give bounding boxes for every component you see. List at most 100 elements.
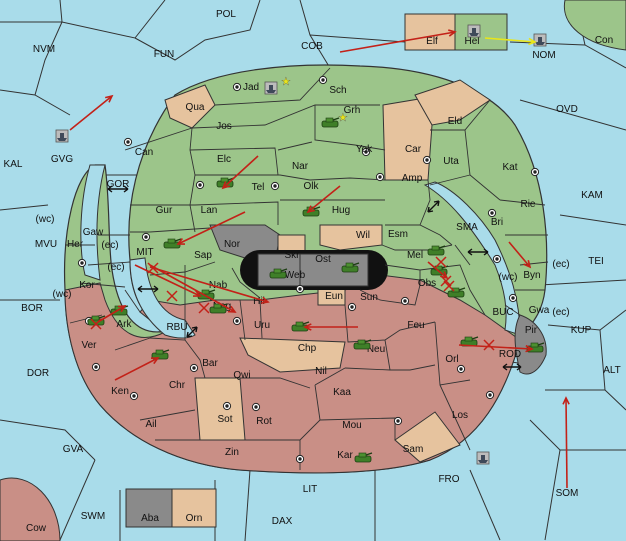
coast-tag: (ec) (101, 240, 118, 251)
supply-center-dot (321, 78, 325, 82)
order-arrowhead (528, 37, 537, 46)
region-Wil[interactable] (319, 224, 383, 251)
order-arrows: ★★ (69, 29, 570, 489)
order-arrow (97, 305, 126, 323)
label-Zin: Zin (225, 447, 239, 458)
region-Con[interactable] (563, 0, 626, 51)
order-arrowhead (306, 205, 315, 214)
coast-tag: (wc) (36, 214, 55, 225)
order-arrow (177, 211, 246, 245)
label-Bar: Bar (202, 358, 218, 369)
army-unit[interactable] (354, 452, 373, 463)
channel-GOR (80, 164, 106, 281)
supply-center-dot (273, 184, 277, 188)
coast-tag: (wc) (53, 289, 72, 300)
order-arrowhead (221, 181, 230, 190)
region-Ost[interactable] (299, 253, 369, 287)
region-Qua[interactable] (164, 84, 216, 129)
label-Rot: Rot (256, 416, 272, 427)
region-Orn[interactable] (171, 488, 217, 528)
label-Elf: Elf (426, 36, 438, 47)
order-arrow (484, 37, 536, 43)
supply-centers (77, 75, 540, 464)
army-unit[interactable] (427, 245, 446, 256)
supply-center-dot (378, 175, 382, 179)
army-unit[interactable] (163, 238, 182, 249)
region-Chp[interactable] (239, 337, 346, 373)
label-Ost: Ost (315, 254, 331, 265)
fleet-unit[interactable] (533, 33, 547, 47)
supply-center-dot (254, 405, 258, 409)
army-unit[interactable] (460, 336, 479, 347)
label-BOR: BOR (21, 303, 43, 314)
label-Orl: Orl (445, 354, 458, 365)
supply-center-dot (126, 140, 130, 144)
order-arrow (149, 264, 236, 313)
region-Sot[interactable] (194, 377, 246, 441)
supply-center-dot (350, 305, 354, 309)
order-arrowhead (562, 396, 570, 405)
channel-arrows (107, 185, 522, 371)
label-KUP: KUP (571, 325, 592, 336)
label-OVD: OVD (556, 104, 578, 115)
region-Sam[interactable] (394, 411, 461, 463)
failed-order-mark (440, 275, 452, 287)
label-Lan: Lan (201, 205, 218, 216)
label-Sap: Sap (194, 250, 212, 261)
region-Eld[interactable] (414, 79, 491, 126)
supply-center-dot (298, 287, 302, 291)
supply-center-dot (94, 365, 98, 369)
region-Pir[interactable] (514, 314, 547, 375)
army-unit[interactable] (110, 305, 129, 316)
coast-tag: (ec) (107, 262, 124, 273)
coast-tag: (ec) (552, 307, 569, 318)
fleet-unit[interactable] (264, 81, 278, 95)
label-Hil: Hil (253, 296, 265, 307)
failed-order-mark (435, 256, 447, 268)
army-unit[interactable] (353, 339, 372, 350)
label-Elc: Elc (217, 154, 231, 165)
supply-center-dot (403, 299, 407, 303)
order-arrowhead (117, 305, 127, 313)
army-unit[interactable] (269, 268, 288, 279)
label-Sot: Sot (217, 414, 232, 425)
label-Nor: Nor (224, 239, 241, 250)
failed-order-mark (166, 290, 178, 302)
label-COB: COB (301, 41, 323, 52)
order-arrow (508, 241, 531, 268)
army-unit[interactable] (341, 262, 360, 273)
region-Aba[interactable] (125, 488, 173, 528)
label-NVM: NVM (33, 44, 55, 55)
label-Jad: Jad (243, 82, 259, 93)
label-Ver: Ver (81, 340, 97, 351)
label-Car: Car (405, 144, 422, 155)
label-GOR: GOR (107, 179, 130, 190)
supply-center-dot (364, 150, 368, 154)
order-arrow (114, 357, 159, 381)
label-Tel: Tel (252, 182, 265, 193)
fleet-unit[interactable] (467, 24, 481, 38)
region-Hel[interactable] (454, 13, 508, 51)
label-Kaa: Kaa (333, 387, 351, 398)
label-Pir: Pir (525, 325, 538, 336)
army-unit[interactable] (447, 287, 466, 298)
army-unit[interactable] (321, 117, 340, 128)
label-Ark: Ark (117, 319, 133, 330)
label-Gur: Gur (156, 205, 173, 216)
label-Ken: Ken (111, 386, 129, 397)
label-Kor: Kor (79, 280, 95, 291)
label-Hel: Hel (464, 36, 479, 47)
label-GVG: GVG (51, 154, 73, 165)
region-Elf[interactable] (404, 13, 456, 51)
label-Los: Los (452, 410, 468, 421)
supply-center-dot (495, 257, 499, 261)
label-Yok: Yok (356, 144, 373, 155)
label-FRO: FRO (438, 474, 459, 485)
label-MVU: MVU (35, 239, 57, 250)
supply-center-dot (132, 394, 136, 398)
label-Obs: Obs (418, 278, 436, 289)
fleet-unit[interactable] (476, 451, 490, 465)
supply-center-dot (488, 393, 492, 397)
fleet-unit[interactable] (55, 129, 69, 143)
supply-center-dot (459, 367, 463, 371)
